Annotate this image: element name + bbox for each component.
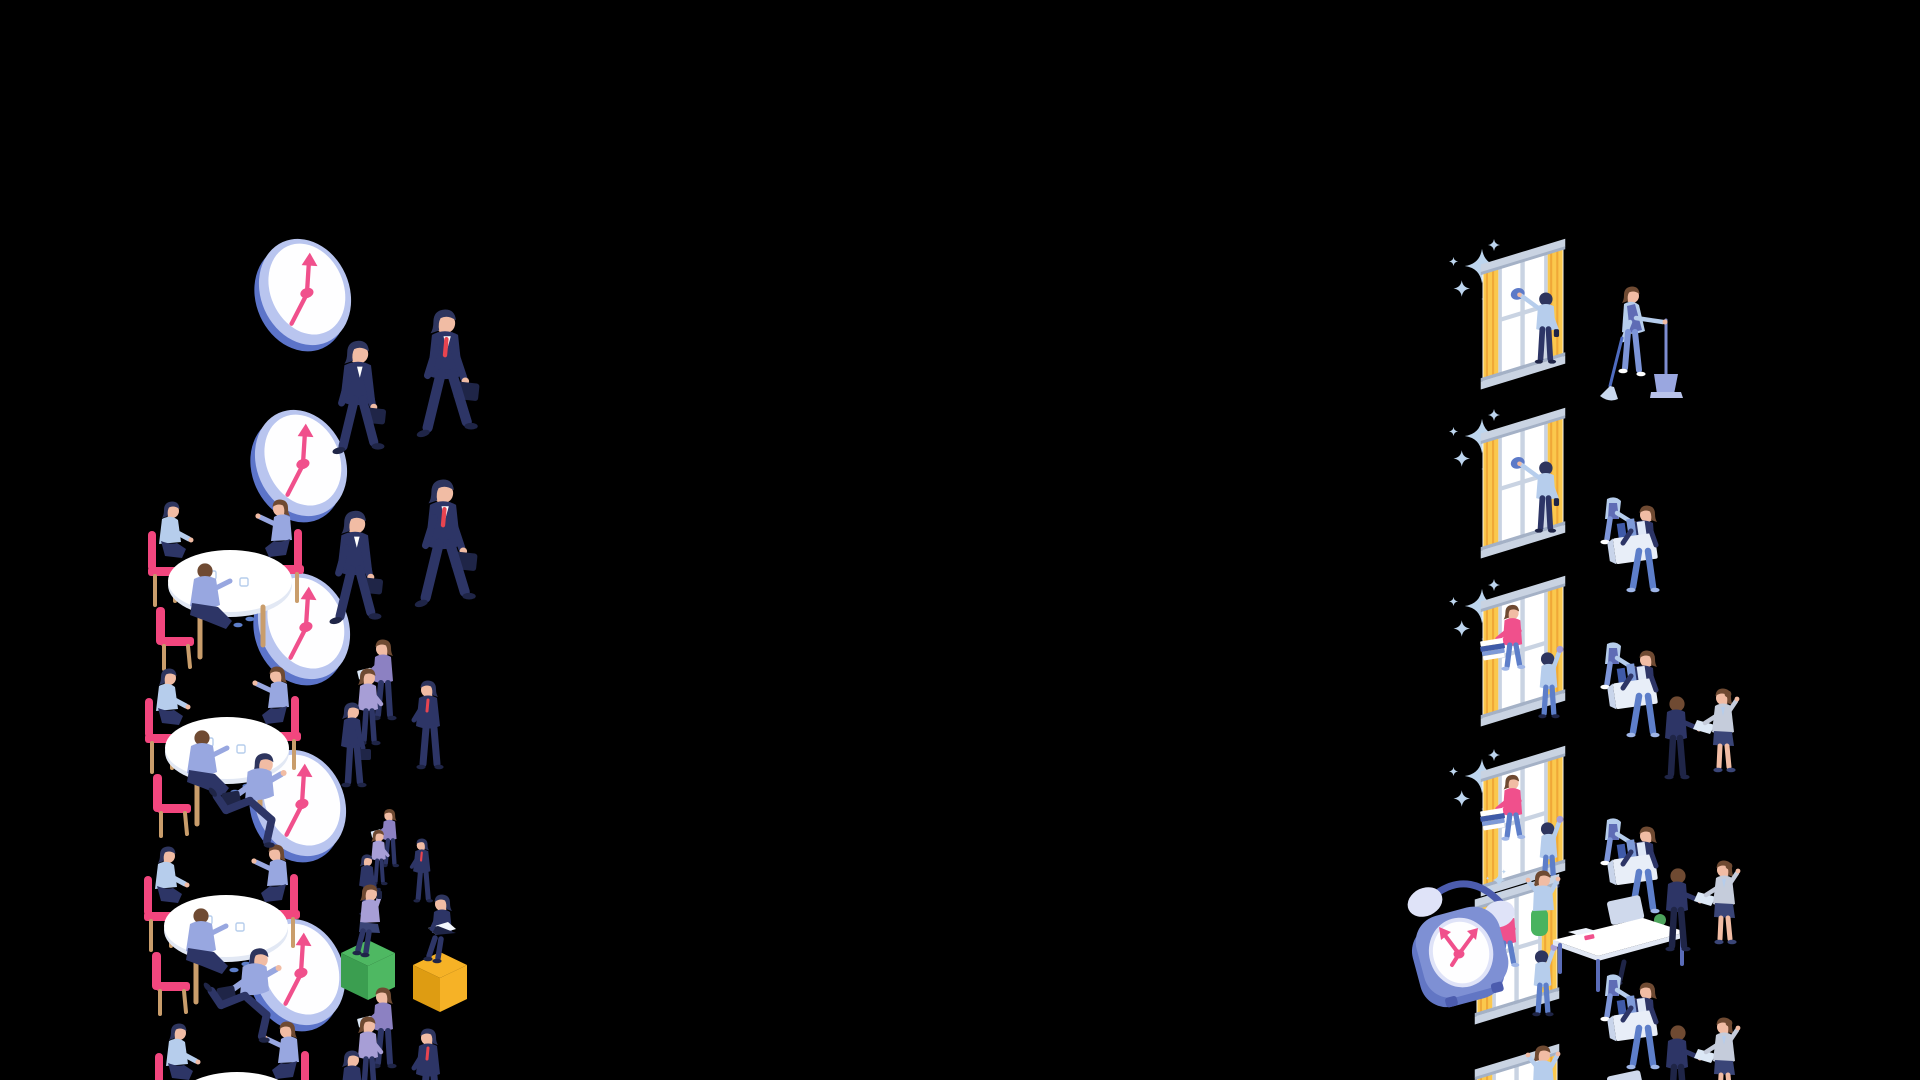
window-cleaning-2	[1481, 408, 1565, 559]
window-books-1	[1479, 576, 1565, 727]
window-cleaning-1	[1481, 239, 1565, 390]
window-books-2	[1479, 746, 1565, 897]
